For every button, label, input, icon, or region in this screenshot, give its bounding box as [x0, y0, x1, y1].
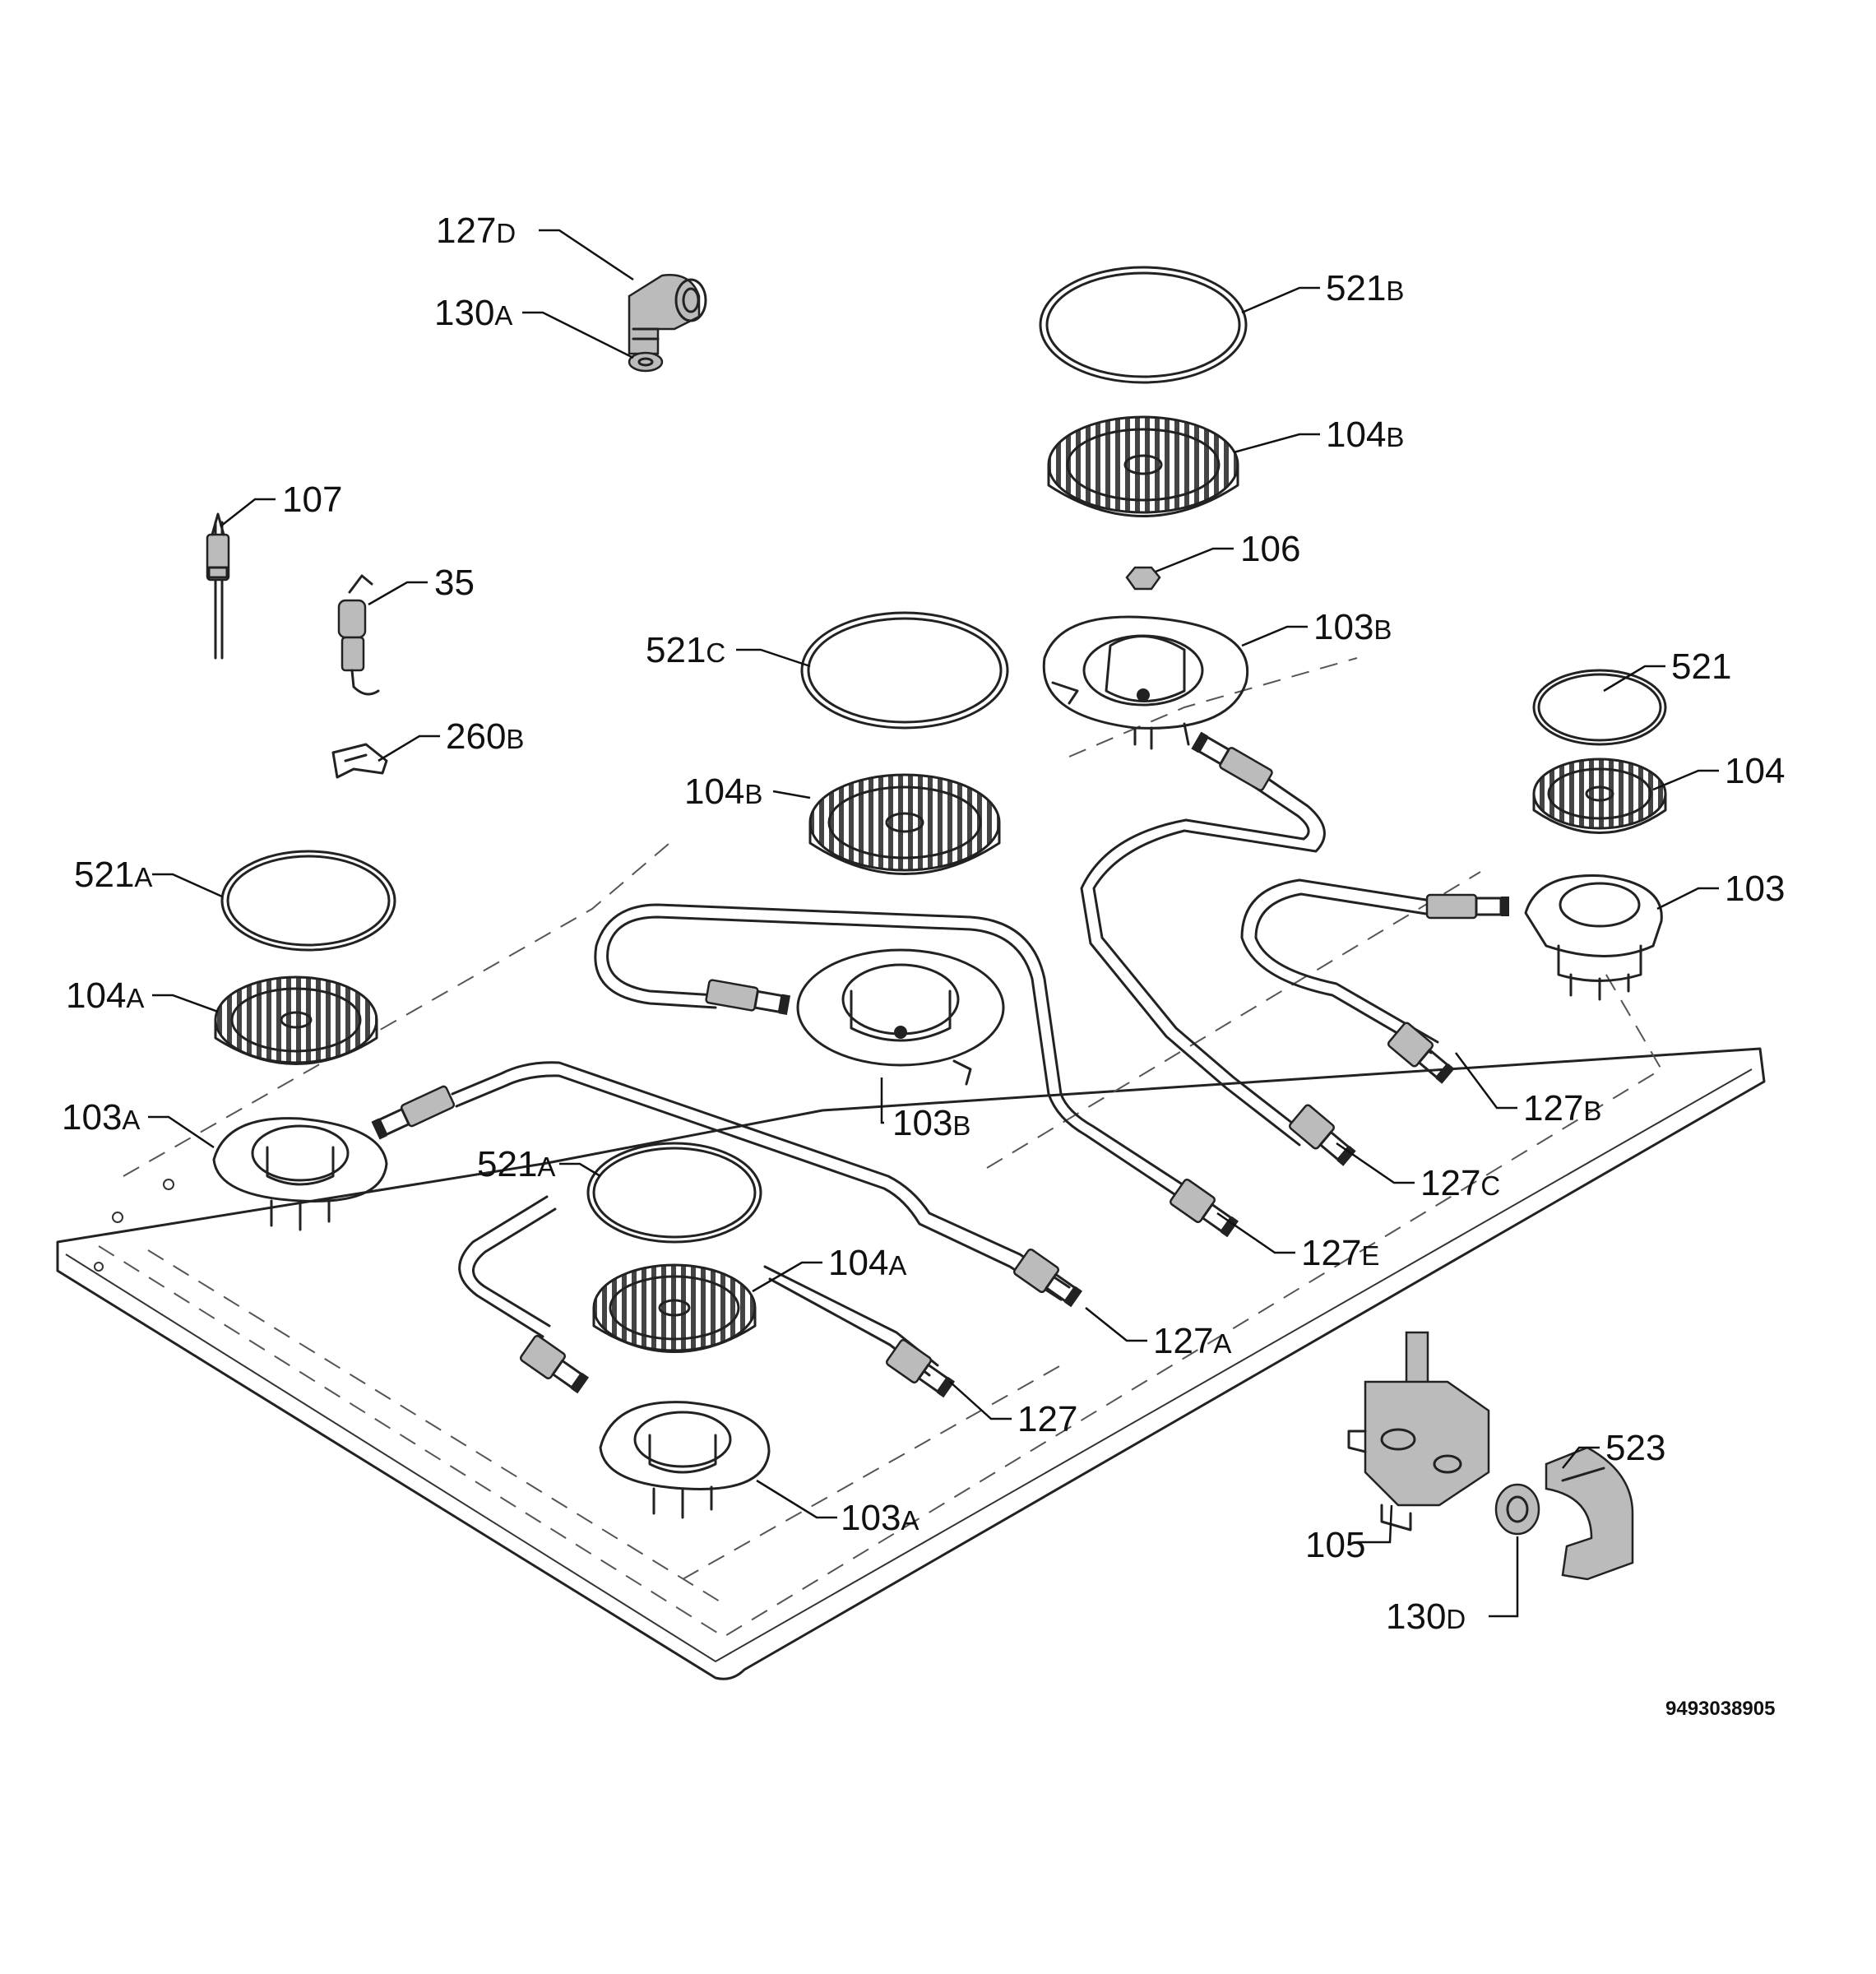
burner-top-right-large: [1039, 266, 1249, 750]
callout-127c: 127C: [1420, 1163, 1500, 1203]
hob-plate: [56, 657, 1766, 1680]
washer-130d: [1494, 1483, 1540, 1536]
callout-106: 106: [1240, 529, 1300, 569]
burner-right-small: [1524, 669, 1667, 1001]
spring-clip-260b: [331, 743, 388, 779]
leader-lines: [148, 229, 1719, 1618]
callout-104a: 104A: [66, 975, 144, 1016]
callout-103a: 103A: [841, 1498, 919, 1538]
callout-103b: 103B: [892, 1103, 970, 1143]
callout-104b: 104B: [1326, 415, 1404, 455]
callout-labels: 127D 130A 521B 104B 106 107 35 521C 103B…: [62, 211, 1785, 1637]
pipe-fittings: [371, 731, 1509, 1398]
burner-left: [212, 850, 396, 1231]
callout-127e: 127E: [1301, 1233, 1379, 1273]
burner-centre-large: [796, 611, 1009, 1086]
gas-valve-105: [1347, 1331, 1490, 1531]
burner-bottom-centre: [586, 1142, 771, 1519]
callout-130d: 130D: [1386, 1596, 1466, 1637]
elbow-connector-127d: [628, 274, 707, 355]
washer-130a: [628, 351, 664, 373]
callout-260b: 260B: [446, 716, 524, 757]
callout-127a: 127A: [1153, 1321, 1231, 1361]
callout-523: 523: [1605, 1428, 1665, 1468]
thermocouple-107: [206, 512, 230, 660]
ignition-electrode-35: [337, 574, 380, 696]
bracket-523: [1545, 1446, 1634, 1581]
callout-103a: 103A: [62, 1097, 140, 1138]
callout-104: 104: [1725, 751, 1785, 791]
callout-521a: 521A: [74, 855, 152, 895]
callout-103b: 103B: [1313, 607, 1392, 647]
document-reference: 9493038905: [1665, 1698, 1775, 1720]
callout-127b: 127B: [1523, 1088, 1601, 1128]
callout-521c: 521C: [646, 630, 725, 670]
callout-104b: 104B: [684, 772, 762, 812]
callout-127d: 127D: [436, 211, 516, 251]
callout-103: 103: [1725, 869, 1785, 909]
callout-130a: 130A: [434, 293, 512, 333]
callout-521: 521: [1671, 646, 1731, 687]
callout-105: 105: [1305, 1525, 1365, 1565]
callout-35: 35: [434, 563, 475, 603]
callout-127: 127: [1017, 1399, 1077, 1439]
callout-104a: 104A: [828, 1243, 906, 1283]
callout-107: 107: [282, 480, 342, 520]
callout-521b: 521B: [1326, 268, 1404, 308]
callout-521a: 521A: [477, 1144, 555, 1184]
